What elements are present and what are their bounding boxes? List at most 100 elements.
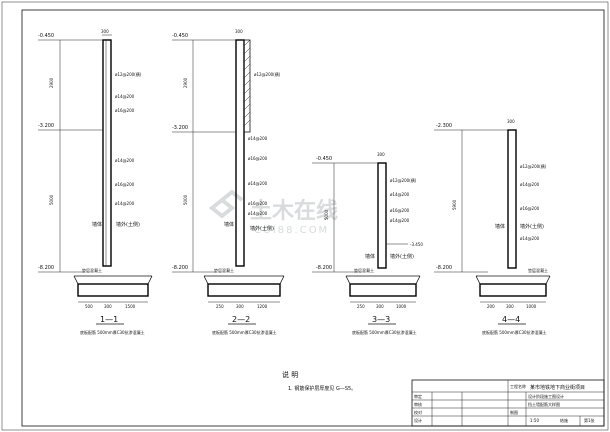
footer-dim: 200 xyxy=(487,304,495,309)
rebar-label: ø12@200(横) xyxy=(115,71,142,77)
notes-heading: 说 明 xyxy=(282,370,298,379)
rebar-label: ø16@200 xyxy=(390,208,410,213)
footer-dim: 1200 xyxy=(257,304,268,309)
wall-label: 墙体 xyxy=(92,221,102,228)
footer-dim: 1000 xyxy=(526,304,537,309)
section-2-2: -0.450 300 -3.200 2900 5000 -8.200 ø12@2… xyxy=(172,29,285,335)
watermark-logo: 土木在线 COI88.COM xyxy=(208,189,338,236)
height-lower: 5000 xyxy=(324,209,329,220)
footer-dim: 1500 xyxy=(125,304,136,309)
company-label: 工程名称 xyxy=(510,383,526,389)
watermark-subtext: COI88.COM xyxy=(254,225,329,236)
section-note: 底板配筋 500mm厚C30抗渗混凝土 xyxy=(80,329,145,335)
wall-body xyxy=(102,39,112,267)
top-elevation: -0.450 xyxy=(172,33,188,39)
sign-label: 设计 xyxy=(414,417,422,423)
footer-dim: 300 xyxy=(236,304,244,309)
footer-dim: 300 xyxy=(104,304,112,309)
wall-width-label: 300 xyxy=(101,29,109,34)
top-elevation: -0.450 xyxy=(38,33,54,39)
parapet-hatched xyxy=(243,39,251,133)
wall-label: 墙体 xyxy=(365,253,375,260)
rebar-label: ø14@200 xyxy=(115,158,135,163)
top-elevation: -2.300 xyxy=(436,123,452,129)
footer-dim: 1000 xyxy=(396,304,407,309)
foot-label: 垫层混凝土 xyxy=(354,267,374,273)
footing xyxy=(77,283,149,297)
height-lower: 5000 xyxy=(183,194,188,205)
rebar-label: ø16@200 xyxy=(115,182,135,187)
top-elevation: -0.450 xyxy=(316,156,332,162)
footing xyxy=(207,283,281,297)
height-lower: 5000 xyxy=(49,194,54,205)
footer-dim: 300 xyxy=(376,304,384,309)
rebar-label: ø16@200 xyxy=(520,206,540,211)
sign-label: 制图 xyxy=(510,409,518,415)
foot-label: 垫层混凝土 xyxy=(528,267,548,273)
footer-dim: 500 xyxy=(85,304,93,309)
section-note: 底板配筋 500mm厚C30抗渗混凝土 xyxy=(352,329,417,335)
height-lower: 5900 xyxy=(452,199,457,210)
rebar-label: ø14@200 xyxy=(390,218,410,223)
mid-elevation: -3.450 xyxy=(410,242,423,247)
side-label: 墙外(土侧) xyxy=(520,223,544,230)
rebar-label: ø14@200 xyxy=(520,236,540,241)
title-block: 工程名称 某市地铁地下商业街项目 设计阶段施工图设计 挡土墙配筋大样图 审定 审… xyxy=(411,379,605,427)
foot-label: 垫层混凝土 xyxy=(82,267,102,273)
section-title: 1—1 xyxy=(100,315,118,324)
wall-body xyxy=(377,162,387,269)
rebar-label: ø12@200(横) xyxy=(254,71,281,77)
side-label: 墙外(土侧) xyxy=(390,253,414,260)
sheet-number: 结施 xyxy=(560,417,568,423)
sign-label: 审核 xyxy=(414,401,422,407)
mid-elevation: -3.200 xyxy=(172,125,188,131)
rebar-label: ø16@200 xyxy=(115,108,135,113)
rebar-label: ø14@200 xyxy=(390,192,410,197)
rebar-label: ø12@200(横) xyxy=(520,163,547,169)
footer-dim: 300 xyxy=(506,304,514,309)
section-note: 底板配筋 500mm厚C30抗渗混凝土 xyxy=(212,329,277,335)
footing xyxy=(479,283,547,297)
section-note: 底板配筋 500mm厚C30抗渗混凝土 xyxy=(482,329,547,335)
base-elevation: -8.200 xyxy=(172,265,188,271)
sign-label: 审定 xyxy=(414,393,422,399)
rebar-label: ø14@200 xyxy=(248,181,268,186)
height-upper: 2900 xyxy=(183,77,188,88)
base-elevation: -8.200 xyxy=(316,265,332,271)
rebar-label: ø14@200 xyxy=(115,94,135,99)
drawing-title: 挡土墙配筋大样图 xyxy=(528,401,560,407)
wall-label: 墙体 xyxy=(495,223,505,230)
wall-width-label: 300 xyxy=(507,119,515,124)
design-stage: 设计阶段施工图设计 xyxy=(528,393,564,399)
inner-border xyxy=(21,9,605,427)
section-title: 4—4 xyxy=(502,315,520,324)
sheet-count: 第1张 xyxy=(584,417,595,423)
base-elevation: -8.200 xyxy=(436,265,452,271)
rebar-label: ø14@200 xyxy=(115,201,135,206)
wall-body xyxy=(235,39,245,267)
wall-body xyxy=(507,129,517,269)
scale-value: 1:50 xyxy=(530,418,539,423)
project-name: 某市地铁地下商业街项目 xyxy=(530,384,585,391)
rebar-label: ø12@200(横) xyxy=(390,177,417,183)
footer-dim: 250 xyxy=(216,304,224,309)
footer-dim: 250 xyxy=(357,304,365,309)
rebar-label: ø14@200 xyxy=(248,211,268,216)
wall-width-label: 300 xyxy=(235,29,243,34)
section-1-1: -0.450 300 -3.200 2900 5000 -8.200 ø12@2… xyxy=(38,29,153,335)
rebar-label: ø16@200 xyxy=(248,156,268,161)
watermark-text: 土木在线 xyxy=(250,198,338,224)
rebar-label: ø14@200 xyxy=(248,136,268,141)
height-upper: 2900 xyxy=(49,77,54,88)
sign-label: 校对 xyxy=(414,409,422,415)
footing xyxy=(349,283,417,297)
mid-elevation: -3.200 xyxy=(38,123,54,129)
wall-width-label: 300 xyxy=(377,152,385,157)
notes-item: 1. 钢筋保护层厚度见 G—S5。 xyxy=(288,385,356,392)
section-title: 3—3 xyxy=(372,315,390,324)
foot-label: 垫层混凝土 xyxy=(214,267,234,273)
notes-block: 说 明 1. 钢筋保护层厚度见 G—S5。 xyxy=(282,370,356,392)
section-4-4: -2.300 300 5900 -8.200 ø12@200(横) ø14@20… xyxy=(434,119,551,335)
